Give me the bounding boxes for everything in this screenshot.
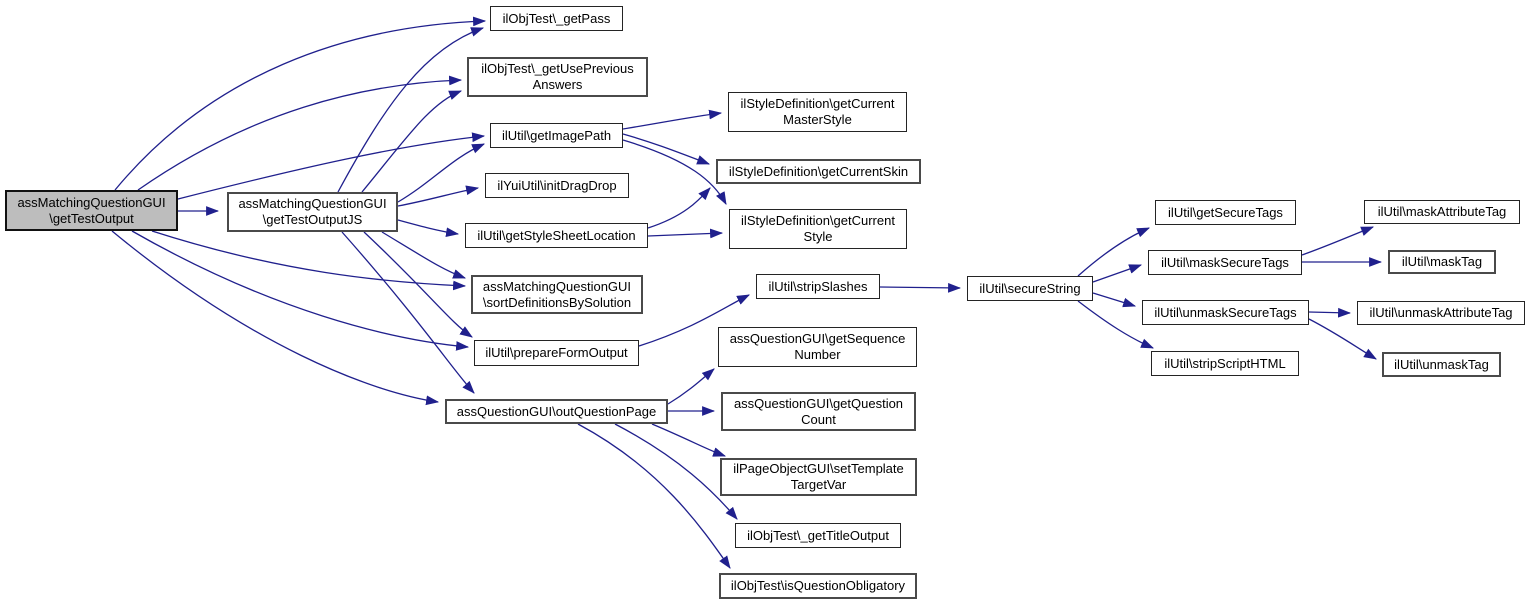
node-secureString[interactable]: ilUtil\secureString xyxy=(967,276,1093,301)
node-getTitleOutput[interactable]: ilObjTest\_getTitleOutput xyxy=(735,523,901,548)
edge-getTestOutput-getUsePreviousAnswers xyxy=(137,75,463,191)
node-getPass[interactable]: ilObjTest\_getPass xyxy=(490,6,623,31)
node-prepareFormOutput[interactable]: ilUtil\prepareFormOutput xyxy=(474,340,639,366)
edge-getImagePath-getCurrentStyle xyxy=(622,139,727,205)
edge-getTestOutputJS-getImagePath xyxy=(397,143,485,203)
node-unmaskTag[interactable]: ilUtil\unmaskTag xyxy=(1382,352,1501,377)
node-stripScriptHTML[interactable]: ilUtil\stripScriptHTML xyxy=(1151,351,1299,376)
edge-getTestOutputJS-getStyleSheetLocation xyxy=(397,219,460,238)
edge-getTestOutputJS-sortDefinitionsBySolution xyxy=(381,231,467,279)
node-getStyleSheetLocation[interactable]: ilUtil\getStyleSheetLocation xyxy=(465,223,648,248)
node-maskTag[interactable]: ilUtil\maskTag xyxy=(1388,250,1496,274)
edge-unmaskSecureTags-unmaskAttributeTag xyxy=(1308,307,1352,318)
node-getTestOutput: assMatchingQuestionGUI \getTestOutput xyxy=(5,190,178,231)
node-getSequenceNumber[interactable]: assQuestionGUI\getSequence Number xyxy=(718,327,917,367)
edge-maskSecureTags-maskAttributeTag xyxy=(1301,226,1375,256)
edge-getTestOutput-sortDefinitionsBySolution xyxy=(151,230,467,291)
edge-outQuestionPage-getTitleOutput xyxy=(614,423,738,520)
node-unmaskAttributeTag[interactable]: ilUtil\unmaskAttributeTag xyxy=(1357,301,1525,325)
edge-outQuestionPage-setTemplateTargetVar xyxy=(651,423,727,457)
node-getSecureTags[interactable]: ilUtil\getSecureTags xyxy=(1155,200,1296,225)
edge-stripSlashes-secureString xyxy=(879,282,962,293)
node-getTestOutputJS[interactable]: assMatchingQuestionGUI \getTestOutputJS xyxy=(227,192,398,232)
node-isQuestionObligatory[interactable]: ilObjTest\isQuestionObligatory xyxy=(719,573,917,599)
node-maskSecureTags[interactable]: ilUtil\maskSecureTags xyxy=(1148,250,1302,275)
edge-outQuestionPage-isQuestionObligatory xyxy=(577,423,731,569)
node-getCurrentSkin[interactable]: ilStyleDefinition\getCurrentSkin xyxy=(716,159,921,184)
node-getCurrentMasterStyle[interactable]: ilStyleDefinition\getCurrent MasterStyle xyxy=(728,92,907,132)
node-setTemplateTargetVar[interactable]: ilPageObjectGUI\setTemplate TargetVar xyxy=(720,458,917,496)
node-getCurrentStyle[interactable]: ilStyleDefinition\getCurrent Style xyxy=(729,209,907,249)
edge-getTestOutput-outQuestionPage xyxy=(111,230,440,406)
edge-getTestOutputJS-outQuestionPage xyxy=(341,231,475,394)
edge-getTestOutputJS-getUsePreviousAnswers xyxy=(361,90,463,193)
edge-unmaskSecureTags-unmaskTag xyxy=(1308,318,1377,360)
node-unmaskSecureTags[interactable]: ilUtil\unmaskSecureTags xyxy=(1142,300,1309,325)
node-initDragDrop[interactable]: ilYuiUtil\initDragDrop xyxy=(485,173,629,198)
edge-secureString-getSecureTags xyxy=(1077,227,1150,277)
edge-secureString-unmaskSecureTags xyxy=(1092,292,1137,308)
edge-getTestOutputJS-prepareFormOutput xyxy=(363,231,473,338)
node-getQuestionCount[interactable]: assQuestionGUI\getQuestion Count xyxy=(721,392,916,431)
node-stripSlashes[interactable]: ilUtil\stripSlashes xyxy=(756,274,880,299)
edge-getTestOutputJS-getPass xyxy=(337,27,485,193)
node-sortDefinitionsBySolution[interactable]: assMatchingQuestionGUI \sortDefinitionsB… xyxy=(471,275,643,314)
node-maskAttributeTag[interactable]: ilUtil\maskAttributeTag xyxy=(1364,200,1520,224)
edge-getStyleSheetLocation-getCurrentStyle xyxy=(647,228,724,239)
node-getImagePath[interactable]: ilUtil\getImagePath xyxy=(490,123,623,148)
edge-outQuestionPage-getSequenceNumber xyxy=(667,368,715,405)
edge-secureString-maskSecureTags xyxy=(1092,264,1143,283)
edge-getImagePath-getCurrentMasterStyle xyxy=(622,109,723,130)
edge-getStyleSheetLocation-getCurrentSkin xyxy=(647,187,711,229)
edge-getTestOutput-getImagePath xyxy=(177,132,486,200)
edge-getImagePath-getCurrentSkin xyxy=(622,133,711,165)
edge-getTestOutputJS-initDragDrop xyxy=(397,185,480,207)
edge-getTestOutput-prepareFormOutput xyxy=(131,230,470,351)
node-getUsePreviousAnswers[interactable]: ilObjTest\_getUsePrevious Answers xyxy=(467,57,648,97)
edge-getTestOutput-getPass xyxy=(114,16,487,191)
node-outQuestionPage[interactable]: assQuestionGUI\outQuestionPage xyxy=(445,399,668,424)
